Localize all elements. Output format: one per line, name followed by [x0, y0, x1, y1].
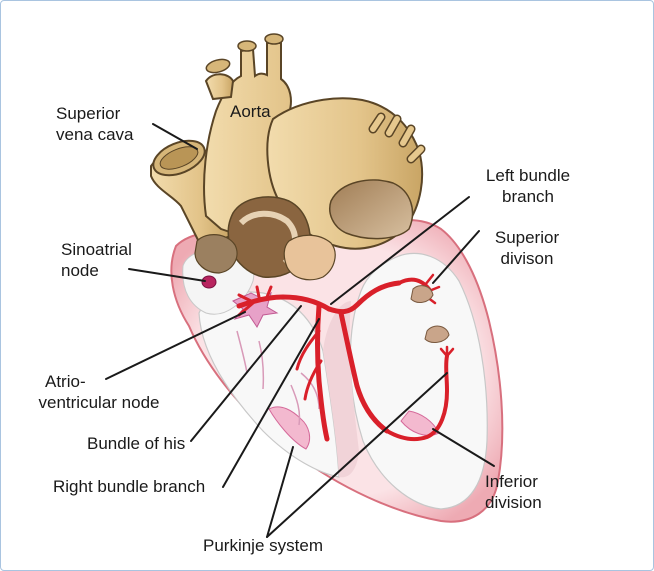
left-atrium-dark [330, 180, 413, 239]
label-left-bundle-branch-line2: branch [471, 186, 585, 207]
aortic-root [284, 235, 335, 280]
label-sinoatrial-node: Sinoatrial node [61, 239, 132, 281]
label-superior-division-line2: divison [479, 248, 575, 269]
aorta-branch-2 [265, 34, 283, 44]
aorta-branch-left [206, 74, 233, 99]
label-inferior-division-line1: Inferior [485, 471, 577, 492]
label-left-bundle-branch-line1: Left bundle [471, 165, 585, 186]
label-left-bundle-branch: Left bundle branch [471, 165, 585, 207]
label-purkinje-system: Purkinje system [203, 535, 323, 556]
sinoatrial-node-shape [202, 276, 216, 288]
aorta-branch-1 [238, 41, 256, 51]
label-superior-division-line1: Superior [479, 227, 575, 248]
label-atrioventricular-node: Atrio- ventricular node [27, 371, 171, 413]
label-superior-division: Superior divison [479, 227, 575, 269]
label-aorta: Aorta [230, 101, 271, 122]
label-atrioventricular-node-line2: ventricular node [27, 392, 171, 413]
label-superior-vena-cava-line2: vena cava [56, 124, 134, 145]
label-sinoatrial-node-line1: Sinoatrial [61, 239, 132, 260]
label-inferior-division: Inferior division [485, 471, 577, 513]
label-right-bundle-branch: Right bundle branch [53, 476, 205, 497]
label-inferior-division-line2: division [485, 492, 577, 513]
label-atrioventricular-node-line1: Atrio- [27, 371, 171, 392]
label-superior-vena-cava-line1: Superior [56, 103, 134, 124]
label-sinoatrial-node-line2: node [61, 260, 132, 281]
label-superior-vena-cava: Superior vena cava [56, 103, 134, 145]
aorta-branch-3 [205, 57, 231, 75]
label-bundle-of-his: Bundle of his [87, 433, 185, 454]
